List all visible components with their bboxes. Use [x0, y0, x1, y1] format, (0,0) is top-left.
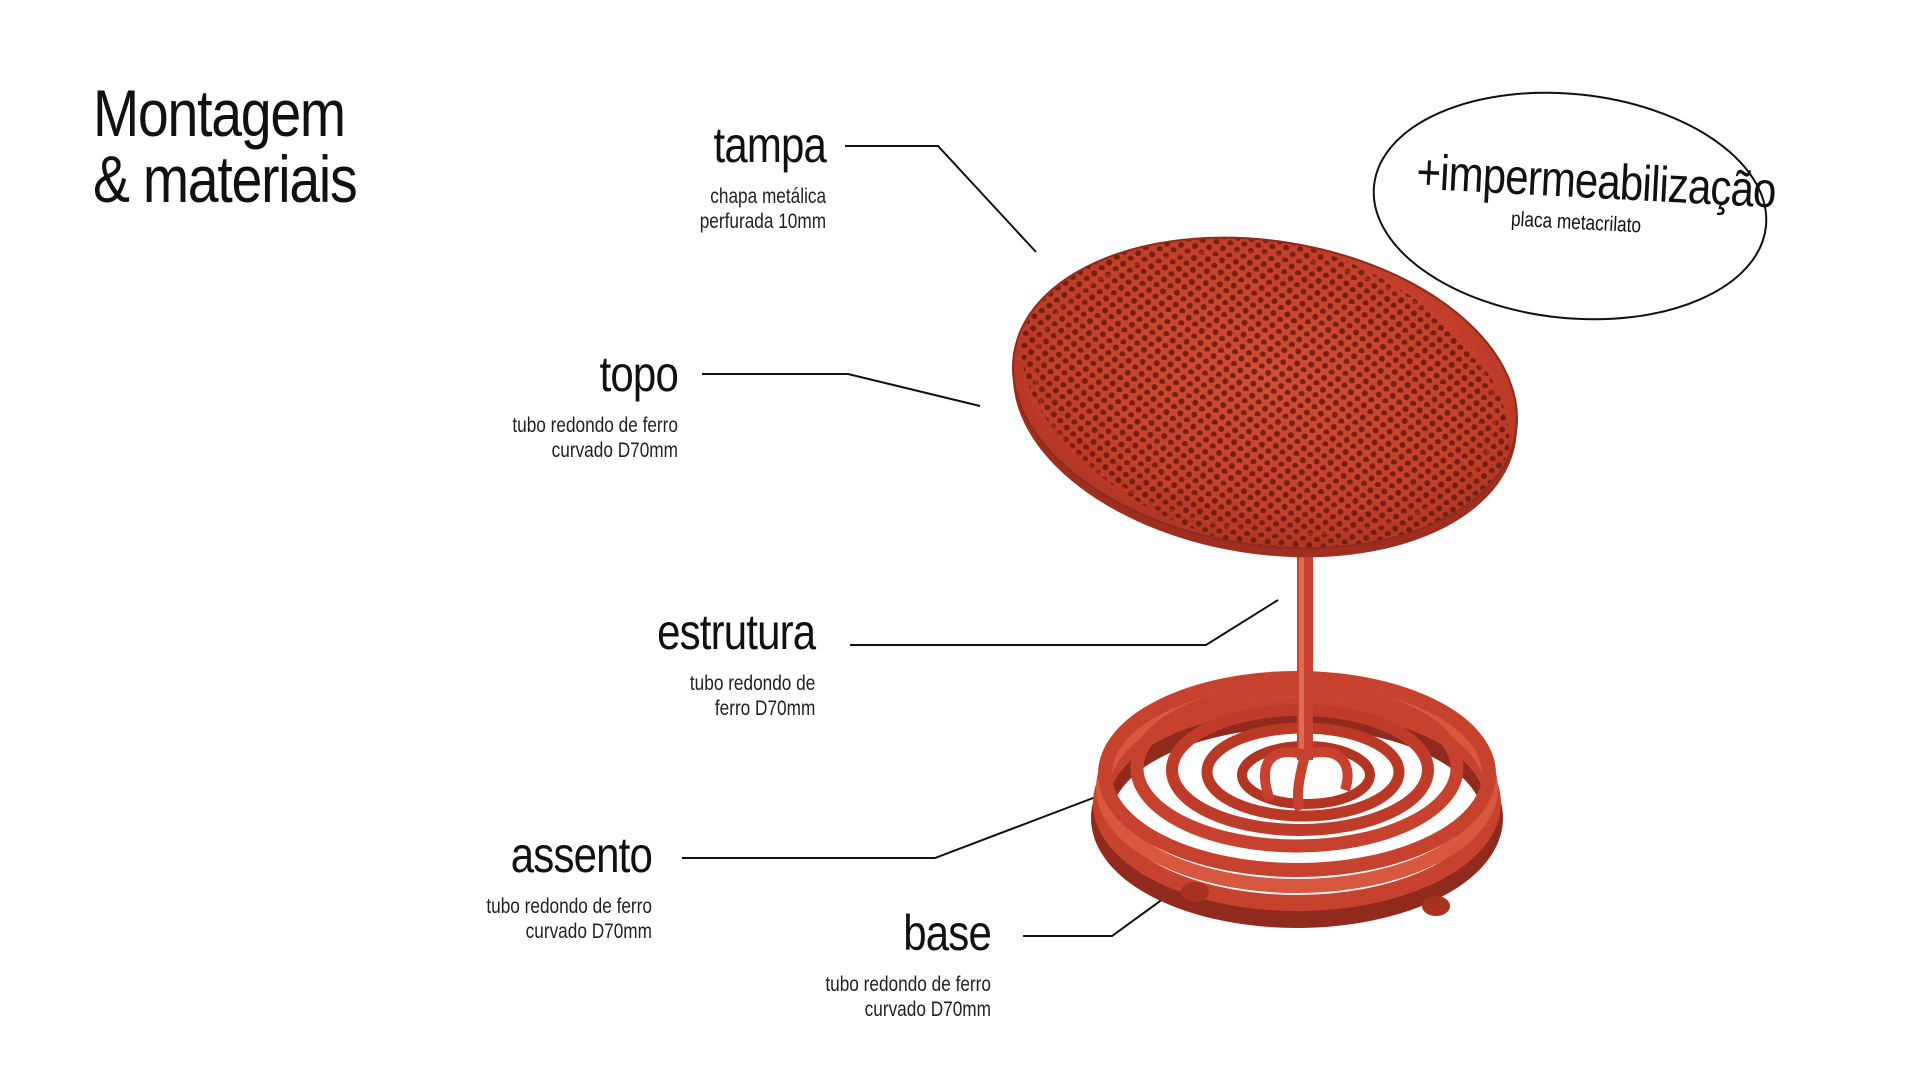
leader-line-assento	[682, 794, 1102, 859]
label-base-desc-2: curvado D70mm	[864, 998, 991, 1021]
label-estrutura: estrutura tubo redondo de ferro D70mm	[627, 604, 816, 721]
addon-label: +impermeabilização placa metacrilato	[1386, 144, 1777, 238]
label-base: base tubo redondo de ferro curvado D70mm	[789, 906, 991, 1022]
leader-line-topo	[702, 373, 981, 407]
table-top	[1012, 236, 1518, 558]
leader-lines	[682, 145, 1279, 937]
label-assento-desc-2: curvado D70mm	[525, 920, 652, 943]
stem	[1260, 555, 1353, 812]
label-topo: topo tubo redondo de ferro curvado D70mm	[476, 347, 678, 463]
addon-ellipse	[1372, 91, 1768, 321]
label-assento-desc-1: tubo redondo de ferro	[486, 895, 652, 918]
leader-line-tampa	[845, 145, 1037, 253]
label-tampa-desc-1: chapa metálica	[710, 185, 826, 208]
label-assento: assento tubo redondo de ferro curvado D7…	[450, 828, 652, 944]
label-estrutura-desc-1: tubo redondo de	[689, 672, 815, 695]
base-feet	[1181, 882, 1450, 916]
leader-line-estrutura	[850, 599, 1279, 646]
leader-line-base	[1023, 887, 1179, 937]
title-line-2: & materiais	[93, 142, 358, 216]
label-base-desc-1: tubo redondo de ferro	[825, 973, 991, 996]
page-title: Montagem & materiais	[93, 76, 358, 216]
label-base-name: base	[903, 905, 992, 961]
label-estrutura-desc-2: ferro D70mm	[714, 697, 815, 720]
title-line-1: Montagem	[93, 76, 346, 150]
label-tampa: tampa chapa metálica perfurada 10mm	[672, 117, 827, 234]
label-tampa-name: tampa	[713, 117, 826, 173]
label-estrutura-name: estrutura	[656, 604, 816, 660]
label-topo-desc-1: tubo redondo de ferro	[512, 414, 678, 437]
label-assento-name: assento	[510, 827, 653, 883]
label-topo-desc-2: curvado D70mm	[551, 439, 678, 462]
label-tampa-desc-2: perfurada 10mm	[699, 210, 826, 233]
label-topo-name: topo	[599, 346, 679, 402]
